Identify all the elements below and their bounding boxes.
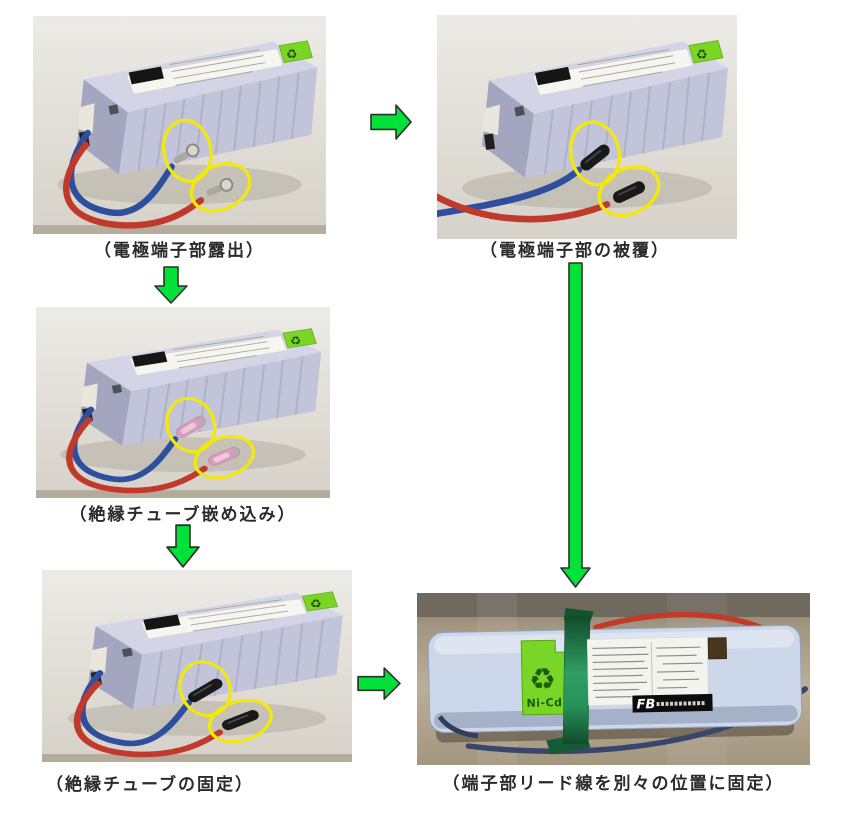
- background-shadow-band: [417, 593, 810, 617]
- recycle-icon: ♻: [290, 334, 301, 347]
- spec-label: [586, 636, 709, 706]
- battery-pack: ♻: [60, 328, 322, 472]
- table-edge: [42, 754, 352, 762]
- table-edge: [33, 225, 326, 234]
- caption-step3: （絶縁チューブ嵌め込み）: [69, 505, 297, 525]
- maker-logo-band: [128, 66, 164, 85]
- terminal-highlight-ellipses: [165, 396, 255, 480]
- photo-step2-terminals-covered: ♻: [437, 15, 737, 239]
- terminal-highlight-ellipses: [178, 660, 273, 744]
- battery-pack: ♻: [57, 40, 318, 205]
- recycle-icon: ♻: [696, 48, 708, 63]
- arrow-down-step2-to-step5: [560, 262, 591, 588]
- maker-logo-band: [535, 66, 571, 86]
- recycle-icon: ♻: [529, 662, 557, 698]
- caption-step4: （絶縁チューブの固定）: [46, 775, 254, 795]
- photo-step5-leads-fixed-separately: ♻ Ni-Cd FB: [417, 593, 810, 765]
- nicd-recycle-label: ♻: [282, 328, 317, 349]
- battery-pack: ♻: [67, 591, 343, 736]
- pink-insulation-tubes: [175, 415, 241, 466]
- photo-step1-terminals-exposed: ♻: [33, 16, 326, 234]
- arrow-right-step1-to-step2: [370, 104, 412, 140]
- ring-terminals: [173, 143, 234, 196]
- qc-sticker: [707, 637, 728, 660]
- battery-pack-top-view: ♻ Ni-Cd FB: [427, 607, 809, 755]
- caption-step2: （電極端子部の被覆）: [480, 241, 670, 261]
- lead-wires: [63, 129, 205, 229]
- nicd-recycle-label: ♻ Ni-Cd: [520, 639, 570, 716]
- terminal-highlight-ellipses: [161, 118, 252, 213]
- photo-step4-insulation-tube-fixed: ♻: [42, 570, 352, 762]
- arrow-right-step4-to-step5: [357, 667, 401, 700]
- caption-step1: （電極端子部露出）: [94, 241, 265, 261]
- lead-wires: [73, 670, 224, 758]
- nicd-recycle-label: ♻: [301, 591, 339, 612]
- caption-step5: （端子部リード線を別々の位置に固定）: [442, 774, 785, 794]
- terminal-highlight-ellipses: [568, 120, 661, 218]
- lead-wires: [437, 166, 611, 223]
- fb-logo-text: FB: [636, 697, 655, 712]
- maker-logo-band: [143, 614, 181, 631]
- nicd-label-text: Ni-Cd: [526, 696, 562, 710]
- photo-step3-insulation-tube-fitted: ♻: [36, 307, 330, 498]
- nicd-recycle-label: ♻: [688, 39, 724, 64]
- nicd-recycle-label: ♻: [278, 40, 313, 64]
- fixed-black-tubes: [188, 678, 259, 731]
- covered-terminals: [580, 144, 645, 204]
- arrow-down-step3-to-step4: [166, 524, 200, 568]
- maker-logo-band: [132, 351, 168, 367]
- fb-logo-band: FB: [632, 693, 713, 713]
- recycle-icon: ♻: [286, 48, 297, 63]
- recycle-icon: ♻: [310, 597, 322, 611]
- lead-wires: [66, 406, 208, 494]
- table-edge: [36, 490, 330, 498]
- arrow-down-step1-to-step3: [154, 266, 188, 304]
